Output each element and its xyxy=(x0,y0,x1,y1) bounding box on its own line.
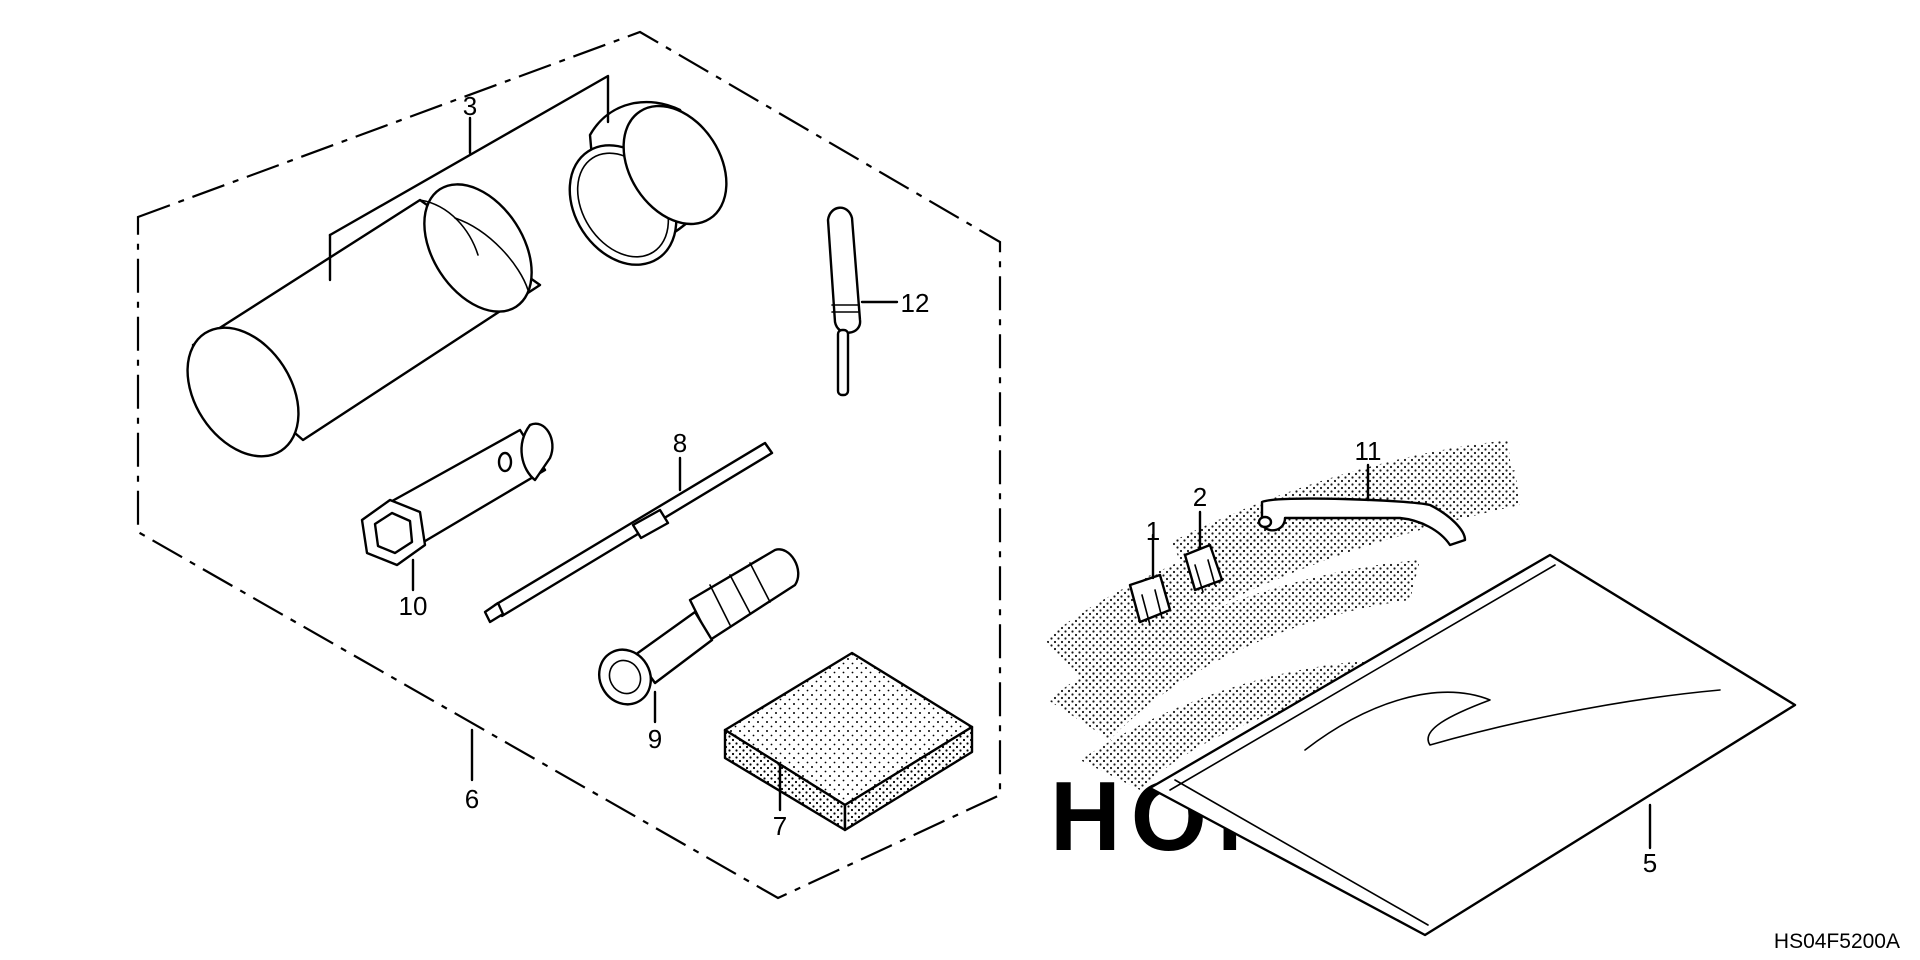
honda-wing-logo xyxy=(1045,440,1520,790)
callout-2: 2 xyxy=(1193,482,1207,512)
diagram-code: HS04F5200A xyxy=(1774,930,1900,953)
tool-holder-cap xyxy=(568,100,728,266)
callout-3: 3 xyxy=(463,91,477,121)
callout-12: 12 xyxy=(901,288,930,318)
callout-7: 7 xyxy=(773,811,787,841)
tool-kit-boundary xyxy=(136,30,1002,900)
screwdriver-bit-8 xyxy=(483,441,774,624)
screwdriver-handle-9 xyxy=(598,548,800,706)
plug-wrench-10 xyxy=(360,422,554,567)
callouts: 3 12 8 10 9 7 6 1 2 11 5 xyxy=(399,91,1658,878)
callout-9: 9 xyxy=(648,724,662,754)
callout-10: 10 xyxy=(399,591,428,621)
screwdriver-grip-12 xyxy=(826,206,862,397)
callout-11: 11 xyxy=(1355,436,1382,466)
manual-pouch-5 xyxy=(1148,553,1797,937)
sponge-7 xyxy=(723,651,974,832)
callout-1: 1 xyxy=(1146,516,1160,546)
fuse-2 xyxy=(1183,543,1224,593)
callout-8: 8 xyxy=(673,428,687,458)
fuse-1 xyxy=(1128,573,1172,626)
tool-holder-tube xyxy=(186,183,542,458)
wrench-11 xyxy=(1257,497,1467,547)
leader-lines xyxy=(328,74,1652,850)
callout-5: 5 xyxy=(1643,848,1657,878)
callout-6: 6 xyxy=(465,784,479,814)
